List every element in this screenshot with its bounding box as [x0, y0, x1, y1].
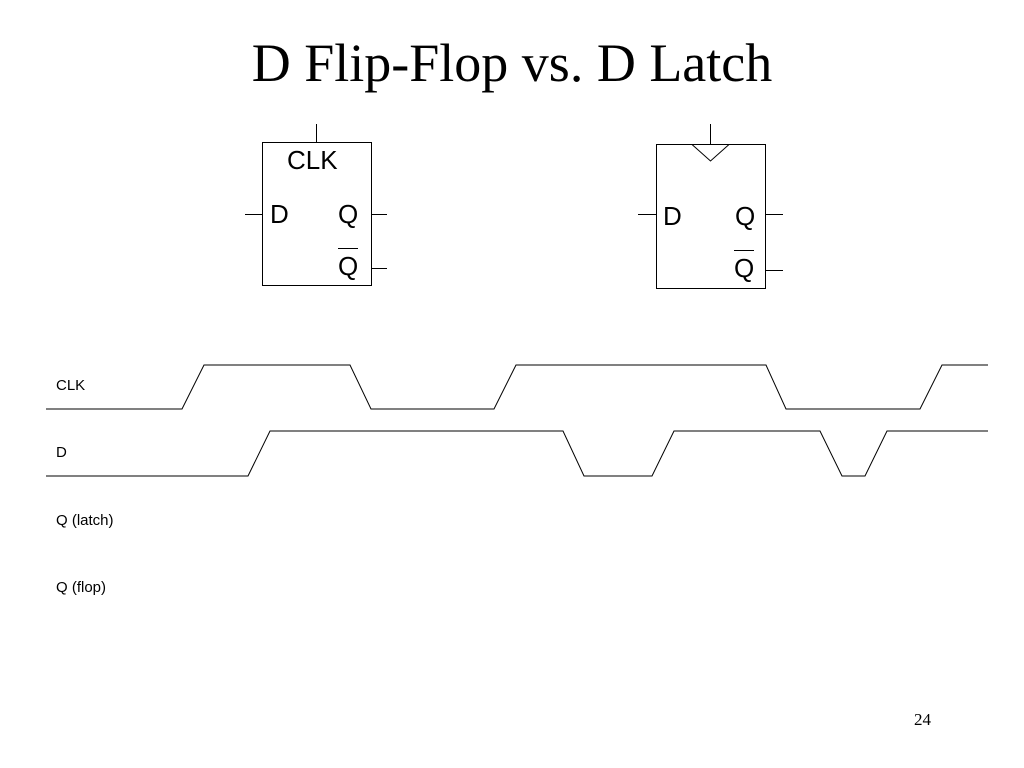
d-flip-flop-symbol [638, 124, 783, 289]
signal-label-q-latch: Q (latch) [56, 512, 114, 529]
latch-d-label: D [270, 199, 289, 229]
signal-label-d: D [56, 444, 67, 461]
flop-q-label: Q [735, 201, 756, 231]
d-latch-symbol [245, 124, 387, 286]
page-number: 24 [914, 710, 931, 729]
latch-qbar-label: Q [338, 248, 359, 279]
slide-title: D Flip-Flop vs. D Latch [251, 33, 773, 93]
signal-label-q-flop: Q (flop) [56, 579, 107, 596]
d-waveform [46, 430, 988, 477]
flop-clock-triangle [691, 144, 730, 162]
latch-clk-label: CLK [287, 145, 338, 175]
signal-label-clk: CLK [56, 377, 86, 394]
flop-qbar-label: Q [734, 250, 755, 281]
flop-d-label: D [663, 201, 682, 231]
clk-waveform [46, 364, 988, 410]
latch-q-label: Q [338, 199, 359, 229]
